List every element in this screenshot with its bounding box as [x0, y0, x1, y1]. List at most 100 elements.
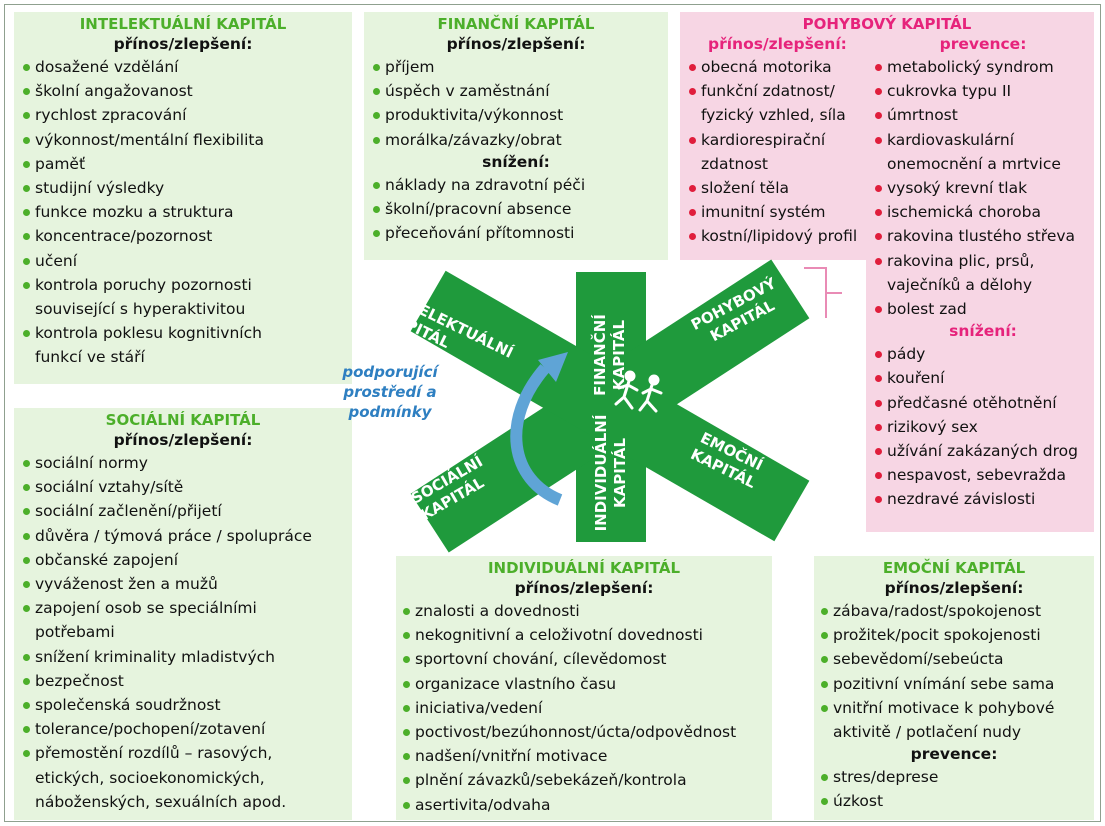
list-item: pozitivní vnímání sebe sama: [820, 672, 1094, 696]
list-item: složení těla: [688, 176, 878, 200]
socialni-list: sociální normy sociální vztahy/sítě soci…: [14, 451, 352, 814]
list-item: výkonnost/mentální flexibilita: [22, 128, 352, 152]
pohybovy-subtitle-reduction: snížení:: [949, 322, 1017, 341]
list-item: školní angažovanost: [22, 79, 352, 103]
emocni-box: EMOČNÍ KAPITÁL přínos/zlepšení: zábava/r…: [814, 556, 1094, 820]
socialni-subtitle: přínos/zlepšení:: [113, 431, 253, 449]
list-item: funkce mozku a struktura: [22, 200, 352, 224]
pohybovy-title: POHYBOVÝ KAPITÁL: [802, 15, 972, 33]
list-item: studijní výsledky: [22, 176, 352, 200]
list-item: iniciativa/vedení: [402, 696, 772, 720]
list-item: plnění závazků/sebekázeň/kontrola: [402, 768, 772, 792]
list-item: asertivita/odvaha: [402, 793, 772, 817]
intelektualni-list: dosažené vzdělání školní angažovanost ry…: [14, 55, 352, 370]
list-item: paměť: [22, 152, 352, 176]
list-item: zábava/radost/spokojenost: [820, 599, 1094, 623]
emocni-title: EMOČNÍ KAPITÁL: [882, 559, 1026, 577]
page-frame: [4, 4, 1101, 822]
financni-list-reduction: náklady na zdravotní péči školní/pracovn…: [364, 173, 668, 246]
emocni-list-prevention: stres/deprese úzkost: [814, 765, 1094, 813]
list-item: metabolický syndrom: [874, 55, 1092, 79]
list-item: učení: [22, 249, 352, 273]
list-item: společenská soudržnost: [22, 693, 352, 717]
socialni-title: SOCIÁLNÍ KAPITÁL: [105, 411, 261, 429]
emocni-subtitle: přínos/zlepšení:: [884, 579, 1024, 597]
support-arrow-head: [538, 352, 568, 382]
financni-subtitle-reduction: snížení:: [482, 152, 550, 171]
financni-subtitle: přínos/zlepšení:: [446, 35, 586, 53]
intelektualni-title: INTELEKTUÁLNÍ KAPITÁL: [79, 15, 287, 33]
pohybovy-subtitle-right: prevence:: [939, 35, 1027, 53]
list-item: prožitek/pocit spokojenosti: [820, 623, 1094, 647]
list-item: úzkost: [820, 789, 1094, 813]
financni-list: příjem úspěch v zaměstnání produktivita/…: [364, 55, 668, 152]
list-item: úmrtnost: [874, 103, 1092, 127]
list-item: nezdravé závislosti: [874, 487, 1092, 511]
list-item: bolest zad: [874, 297, 1092, 321]
list-item: sociální vztahy/sítě: [22, 475, 352, 499]
list-item: přeceňování přítomnosti: [372, 221, 668, 245]
list-item: sportovní chování, cílevědomost: [402, 647, 772, 671]
intelektualni-subtitle: přínos/zlepšení:: [113, 35, 253, 53]
list-item: úspěch v zaměstnání: [372, 79, 668, 103]
support-arrow: [510, 364, 563, 506]
list-item: kouření: [874, 366, 1092, 390]
financni-box: FINANČNÍ KAPITÁL přínos/zlepšení: příjem…: [364, 12, 668, 260]
pohybovy-list-left: obecná motorika funkční zdatnost/fyzický…: [688, 55, 878, 249]
individualni-list: znalosti a dovednosti nekognitivní a cel…: [396, 599, 772, 817]
list-item: morálka/závazky/obrat: [372, 128, 668, 152]
list-item: poctivost/bezúhonnost/úcta/odpovědnost: [402, 720, 772, 744]
individualni-box: INDIVIDUÁLNÍ KAPITÁL přínos/zlepšení: zn…: [396, 556, 772, 820]
list-item: nadšení/vnitřní motivace: [402, 744, 772, 768]
list-item: imunitní systém: [688, 200, 878, 224]
list-item: tolerance/pochopení/zotavení: [22, 717, 352, 741]
list-item: kostní/lipidový profil: [688, 224, 878, 248]
list-item: produktivita/výkonnost: [372, 103, 668, 127]
financni-title: FINANČNÍ KAPITÁL: [437, 15, 595, 33]
list-item: stres/deprese: [820, 765, 1094, 789]
pohybovy-list-reduction: pády kouření předčasné otěhotnění riziko…: [874, 342, 1092, 511]
list-item: nekognitivní a celoživotní dovednosti: [402, 623, 772, 647]
list-item: dosažené vzdělání: [22, 55, 352, 79]
list-item: sebevědomí/sebeúcta: [820, 647, 1094, 671]
pohybovy-subtitle-left: přínos/zlepšení:: [708, 35, 847, 53]
pohybovy-list-right: metabolický syndrom cukrovka typu II úmr…: [874, 55, 1092, 321]
list-item: funkční zdatnost/fyzický vzhled, síla: [688, 79, 878, 127]
list-item: užívání zakázaných drog: [874, 439, 1092, 463]
list-item: ischemická choroba: [874, 200, 1092, 224]
list-item: školní/pracovní absence: [372, 197, 668, 221]
list-item: vyváženost žen a mužů: [22, 572, 352, 596]
list-item: rakovina tlustého střeva: [874, 224, 1092, 248]
pohybovy-content: POHYBOVÝ KAPITÁL přínos/zlepšení: obecná…: [680, 12, 1094, 512]
list-item: vysoký krevní tlak: [874, 176, 1092, 200]
emocni-list: zábava/radost/spokojenost prožitek/pocit…: [814, 599, 1094, 744]
list-item: sociální začlenění/přijetí: [22, 499, 352, 523]
pohybovy-bracket: [804, 267, 842, 318]
list-item: pády: [874, 342, 1092, 366]
list-item: rakovina plic, prsů,vaječníků a dělohy: [874, 249, 1092, 297]
emocni-subtitle-prevention: prevence:: [910, 745, 998, 764]
socialni-box: SOCIÁLNÍ KAPITÁL přínos/zlepšení: sociál…: [14, 408, 352, 820]
list-item: náklady na zdravotní péči: [372, 173, 668, 197]
list-item: příjem: [372, 55, 668, 79]
list-item: cukrovka typu II: [874, 79, 1092, 103]
list-item: důvěra / týmová práce / spolupráce: [22, 524, 352, 548]
list-item: koncentrace/pozornost: [22, 224, 352, 248]
list-item: nespavost, sebevražda: [874, 463, 1092, 487]
star-arm-falling: [410, 270, 810, 542]
list-item: rychlost zpracování: [22, 103, 352, 127]
list-item: sociální normy: [22, 451, 352, 475]
list-item: obecná motorika: [688, 55, 878, 79]
list-item: přemostění rozdílů – rasových,etických, …: [22, 741, 352, 814]
list-item: rizikový sex: [874, 415, 1092, 439]
list-item: snížení kriminality mladistvých: [22, 645, 352, 669]
